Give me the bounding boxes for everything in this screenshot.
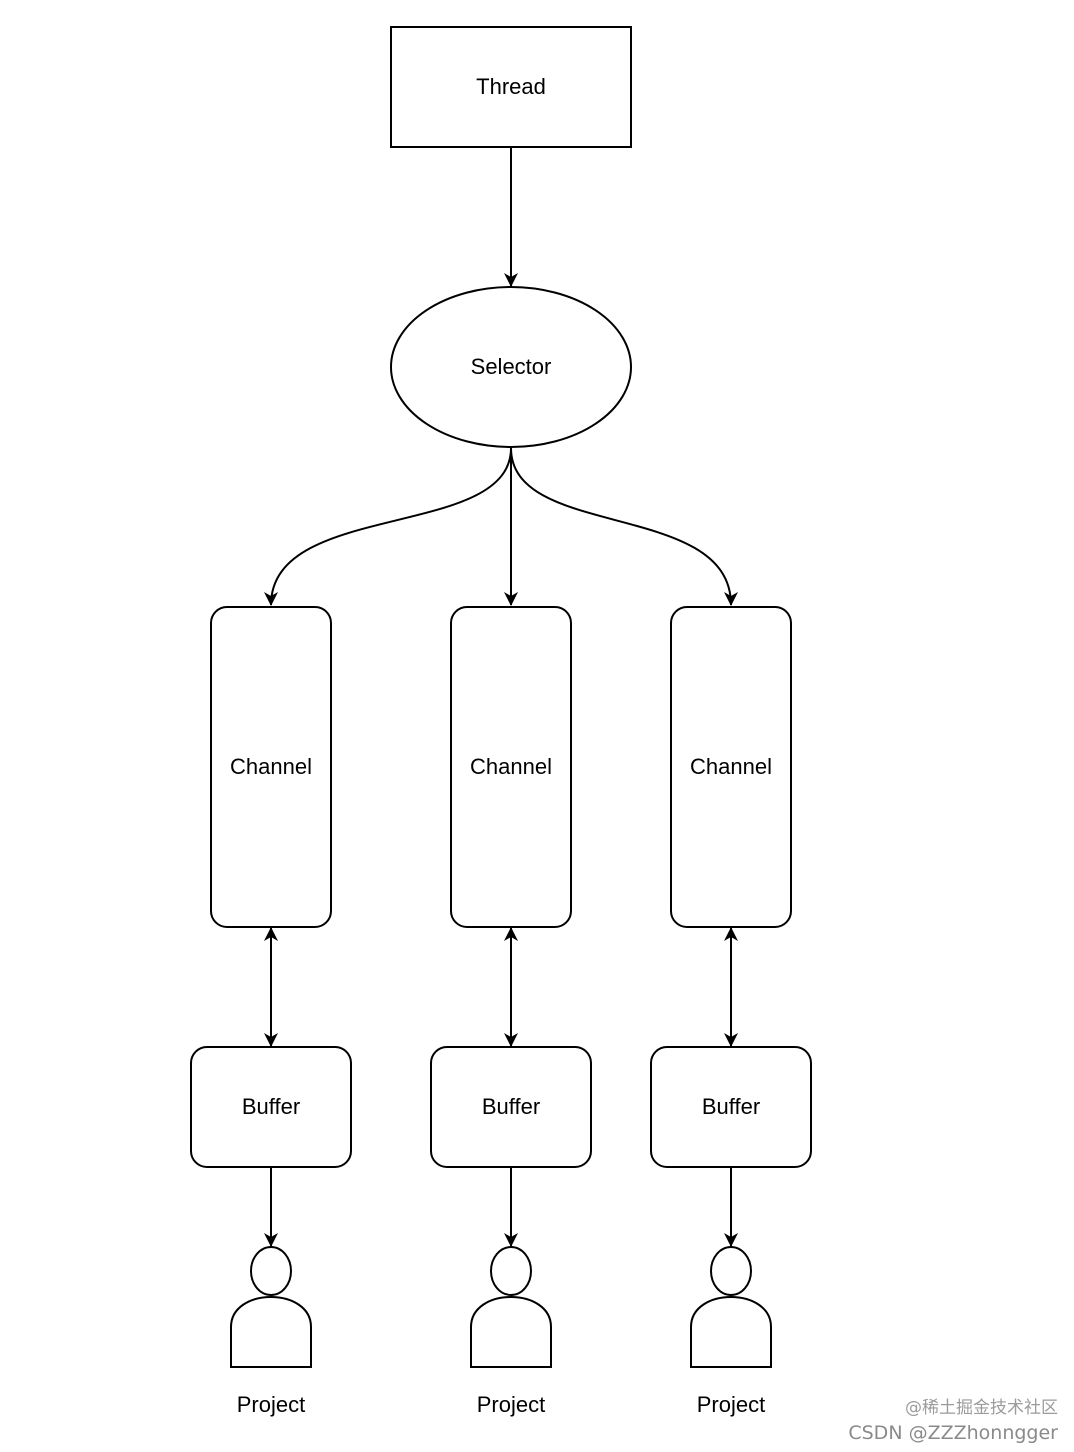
selector-node: Selector <box>390 286 632 448</box>
channel-node: Channel <box>670 606 792 928</box>
channel-node: Channel <box>450 606 572 928</box>
project-person-icon <box>470 1246 552 1368</box>
buffer-label: Buffer <box>702 1094 760 1119</box>
buffer-label: Buffer <box>242 1094 300 1119</box>
watermark-juejin: @稀土掘金技术社区 <box>905 1398 1058 1418</box>
thread-node: Thread <box>390 26 632 148</box>
selector-label: Selector <box>471 354 552 379</box>
project-person-icon <box>230 1246 312 1368</box>
project-person-icon <box>690 1246 772 1368</box>
watermark-csdn: CSDN @ZZZhonngger <box>848 1422 1058 1444</box>
buffer-node: Buffer <box>650 1046 812 1168</box>
channel-label: Channel <box>230 754 312 779</box>
buffer-node: Buffer <box>430 1046 592 1168</box>
channel-node: Channel <box>210 606 332 928</box>
project-label: Project <box>237 1392 305 1417</box>
buffer-label: Buffer <box>482 1094 540 1119</box>
edge-selector-to-channel-3 <box>510 447 738 606</box>
thread-label: Thread <box>476 74 546 99</box>
channel-label: Channel <box>690 754 772 779</box>
project-label: Project <box>477 1392 545 1417</box>
channel-label: Channel <box>470 754 552 779</box>
edge-selector-to-channel-1 <box>264 447 512 606</box>
buffer-node: Buffer <box>190 1046 352 1168</box>
project-label: Project <box>697 1392 765 1417</box>
